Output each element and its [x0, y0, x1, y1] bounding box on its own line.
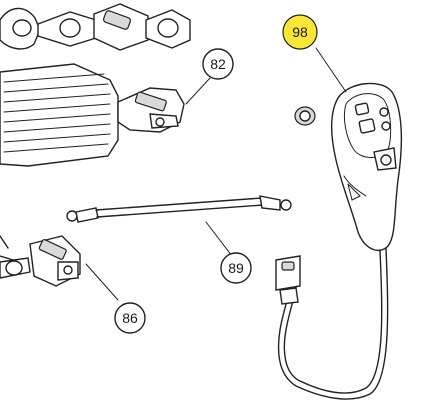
ring-terminal-assembly	[0, 3, 191, 51]
leader-lines	[85, 47, 347, 301]
callout-label: 86	[122, 310, 138, 326]
harness-connector-86	[0, 235, 81, 287]
remote-control-98	[275, 82, 403, 400]
callout-label: 98	[292, 24, 308, 40]
callout-label: 89	[228, 260, 244, 276]
callout-82: 82	[202, 48, 234, 80]
hex-nut	[294, 106, 316, 126]
callout-label: 82	[210, 56, 226, 72]
ground-cable-89	[66, 195, 292, 223]
callout-circle	[114, 302, 146, 334]
callout-86: 86	[114, 302, 146, 334]
callout-circle	[202, 48, 234, 80]
callout-circle	[220, 252, 252, 284]
callout-89: 89	[220, 252, 252, 284]
callout-98: 98	[282, 14, 318, 50]
callout-circle-highlighted	[282, 14, 318, 50]
control-box-82	[0, 63, 185, 167]
